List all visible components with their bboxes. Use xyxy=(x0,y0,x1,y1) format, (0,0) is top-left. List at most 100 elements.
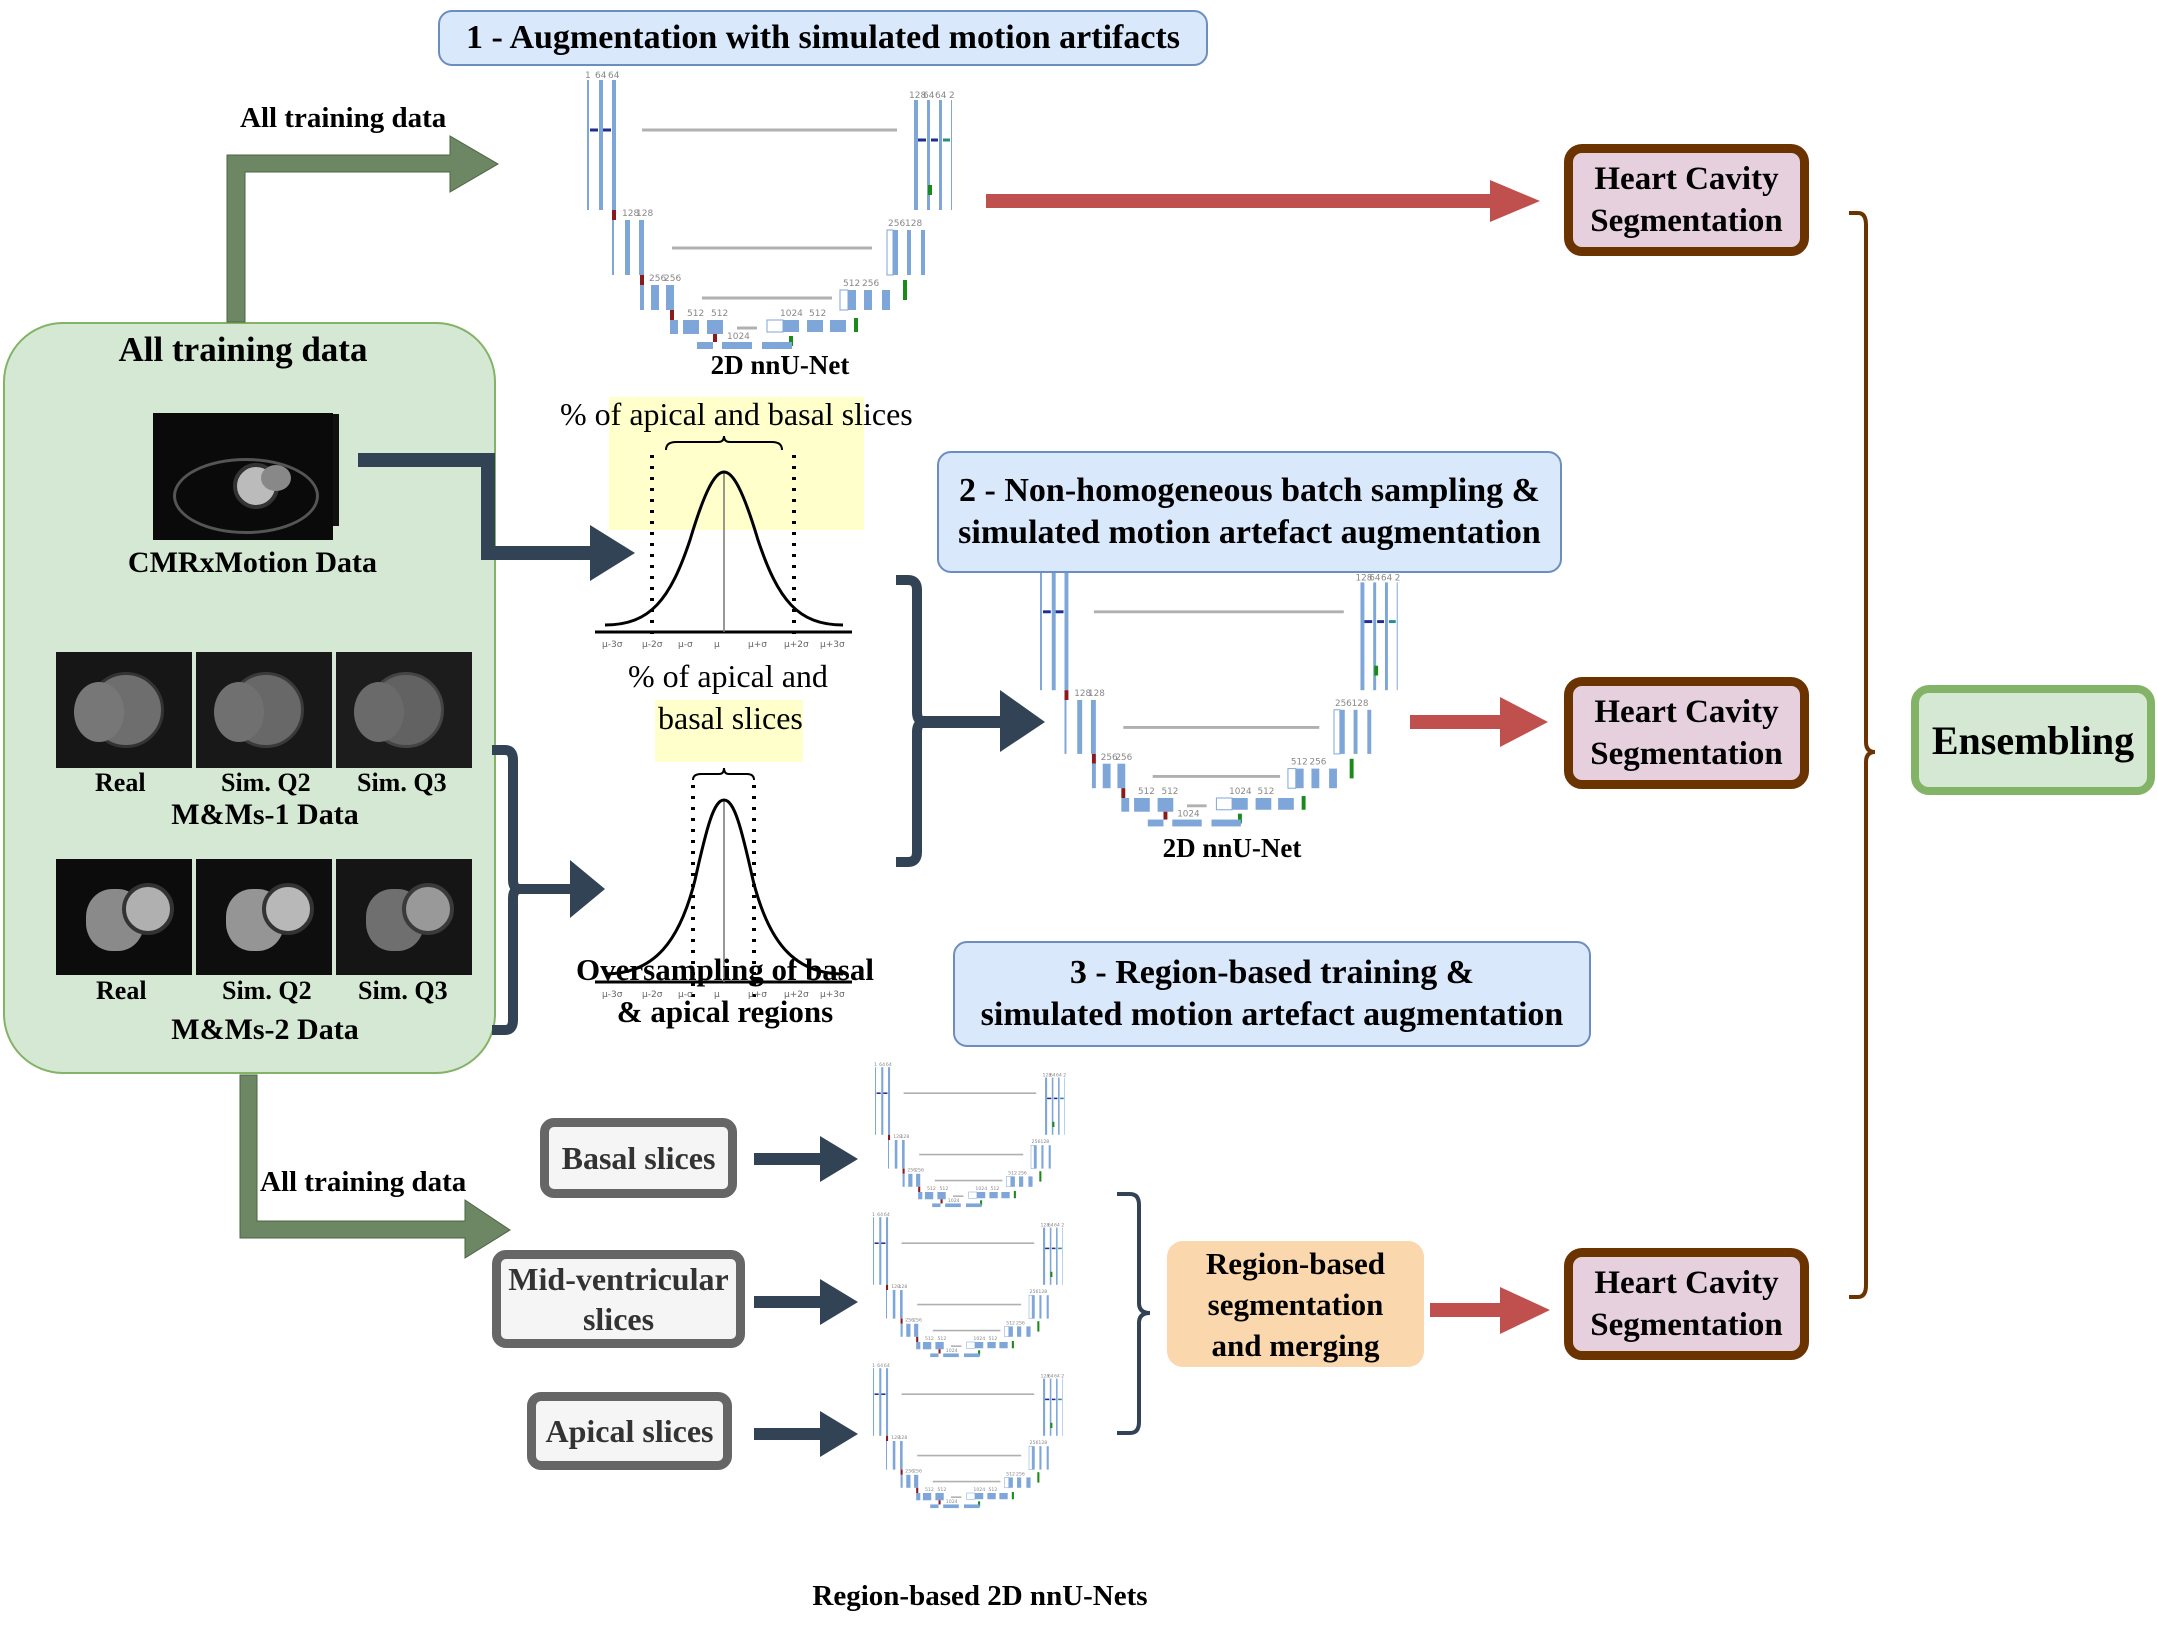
section1-network-label: 2D nnU-Net xyxy=(710,350,850,380)
feature-map xyxy=(1339,709,1345,754)
feature-map xyxy=(839,289,849,311)
channel-label: 64 xyxy=(1048,1374,1054,1380)
channel-label: 128 xyxy=(1040,1223,1049,1229)
unet-diagram-2: 1646412864642128128256128256256512256512… xyxy=(1038,554,1400,827)
channel-label: 256 xyxy=(1030,1289,1039,1295)
channel-label: 128 xyxy=(891,1284,900,1290)
feature-map xyxy=(1008,1477,1013,1488)
tick-label: μ+3σ xyxy=(820,640,845,650)
channel-label: 1 xyxy=(585,71,591,81)
feature-map xyxy=(966,1203,982,1208)
channel-label: 1024 xyxy=(975,1186,987,1192)
channel-label: 64 xyxy=(1381,573,1393,583)
feature-map xyxy=(908,1173,913,1187)
channel-label: 512 xyxy=(1162,787,1179,797)
feature-map xyxy=(783,320,799,332)
heart-cavity-box-3: Heart Cavity Segmentation xyxy=(1564,1248,1809,1360)
feature-map xyxy=(1026,1477,1031,1488)
tick-label: μ+2σ xyxy=(784,990,809,1000)
channel-label: 64 xyxy=(884,1363,890,1369)
channel-label: 256 xyxy=(907,1168,916,1174)
feature-map xyxy=(873,1217,875,1285)
feature-map xyxy=(968,1191,978,1199)
feature-map xyxy=(914,1474,919,1488)
feature-map xyxy=(612,80,616,210)
feature-map xyxy=(1064,562,1069,691)
feature-map xyxy=(848,290,856,310)
mms2-simq2-image xyxy=(196,859,332,975)
section2-title-2: simulated motion artefact augmentation xyxy=(958,514,1541,551)
channel-label: 64 xyxy=(1054,1374,1060,1380)
mms1-label: M&Ms-1 Data xyxy=(171,798,359,831)
feature-map xyxy=(587,80,589,210)
feature-map xyxy=(907,230,911,275)
feature-map xyxy=(900,1441,903,1470)
highlight-bottom xyxy=(655,700,803,762)
channel-label: 128 xyxy=(1038,1440,1047,1446)
channel-label: 1024 xyxy=(1177,810,1200,820)
feature-map xyxy=(1102,763,1111,789)
channel-label: 64 xyxy=(608,71,620,81)
feature-map xyxy=(989,1192,998,1199)
mms2-simq3-image xyxy=(336,859,472,975)
feature-map xyxy=(987,1493,996,1500)
region-merge-1: Region-based xyxy=(1205,1245,1386,1281)
channel-label: 512 xyxy=(843,279,860,289)
mid-slices-label-2: slices xyxy=(582,1301,655,1337)
mid-ventricular-slices-box: Mid-ventricular slices xyxy=(492,1250,745,1348)
feature-map xyxy=(922,1342,932,1350)
channel-label: 1024 xyxy=(946,1499,958,1505)
channel-label: 512 xyxy=(809,309,826,319)
green-arrow-top xyxy=(226,135,499,323)
feature-map xyxy=(639,220,644,275)
channel-label: 512 xyxy=(1008,1170,1017,1176)
feature-map xyxy=(894,1140,898,1169)
feature-map xyxy=(1064,1077,1065,1135)
feature-map xyxy=(1062,1227,1063,1285)
channel-label: 128 xyxy=(636,209,653,219)
channel-label: 256 xyxy=(664,274,681,284)
channel-label: 64 xyxy=(1048,1223,1054,1229)
mid-slices-label-1: Mid-ventricular xyxy=(508,1261,729,1297)
feature-map xyxy=(1019,1176,1024,1187)
channel-label: 128 xyxy=(1038,1289,1047,1295)
feature-map xyxy=(1056,1378,1058,1436)
bell-curve-top xyxy=(595,435,852,640)
feature-map xyxy=(900,1290,903,1319)
mms2-caption-simq2: Sim. Q2 xyxy=(222,976,312,1005)
feature-map xyxy=(1278,798,1294,810)
feature-map xyxy=(886,1441,888,1470)
section3-title-1: 3 - Region-based training & xyxy=(1069,954,1475,991)
feature-map xyxy=(1172,819,1202,827)
feature-map xyxy=(683,320,699,334)
feature-map xyxy=(697,342,713,349)
mms2-caption-real: Real xyxy=(96,976,147,1005)
feature-map xyxy=(1001,1192,1010,1199)
feature-map xyxy=(1373,582,1377,691)
feature-map xyxy=(1147,819,1164,827)
section3-title-box: 3 - Region-based training & simulated mo… xyxy=(953,941,1591,1047)
tick-label: μ+σ xyxy=(748,640,767,650)
dark-arrow-mms xyxy=(518,860,605,918)
feature-map xyxy=(900,1323,903,1337)
channel-label: 512 xyxy=(1006,1320,1015,1326)
channel-label: 512 xyxy=(1291,758,1308,768)
channel-label: 256 xyxy=(649,274,666,284)
feature-map xyxy=(951,100,952,210)
channel-label: 256 xyxy=(1030,1440,1039,1446)
green-arrow-bottom xyxy=(239,1074,511,1259)
channel-label: 256 xyxy=(905,1318,914,1324)
section1-title-box: 1 - Augmentation with simulated motion a… xyxy=(438,10,1208,66)
channel-label: 256 xyxy=(1016,1471,1025,1477)
feature-map xyxy=(1211,819,1241,827)
feature-map xyxy=(1043,1227,1046,1285)
section1-title: 1 - Augmentation with simulated motion a… xyxy=(466,19,1180,56)
feature-map xyxy=(1017,1326,1022,1337)
apical-slices-box: Apical slices xyxy=(527,1392,732,1470)
feature-map xyxy=(1049,1227,1052,1285)
channel-label: 2 xyxy=(949,91,955,101)
apical-slices-label: Apical slices xyxy=(545,1413,714,1449)
feature-map xyxy=(1004,1326,1009,1338)
